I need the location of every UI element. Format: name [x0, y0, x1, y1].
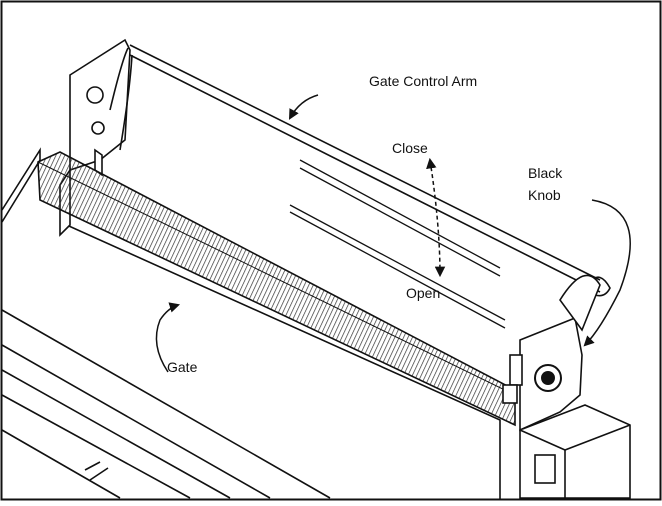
knob-label: Knob	[528, 187, 561, 203]
gate-control-arm	[109, 44, 611, 297]
close-label: Close	[392, 140, 428, 156]
gate-control-arm-leader	[288, 94, 319, 120]
black-label: Black	[528, 165, 563, 181]
open-label: Open	[406, 285, 440, 301]
black-knob-leader	[583, 199, 631, 347]
gate-leader	[155, 302, 181, 373]
bracket-box	[519, 404, 631, 499]
black-knob	[534, 364, 562, 392]
gate-control-arm-label: Gate Control Arm	[369, 73, 477, 89]
gate-link	[289, 159, 506, 329]
gate-label: Gate	[167, 359, 198, 375]
tray-base	[1, 147, 501, 500]
gate-top-edge	[37, 161, 516, 396]
